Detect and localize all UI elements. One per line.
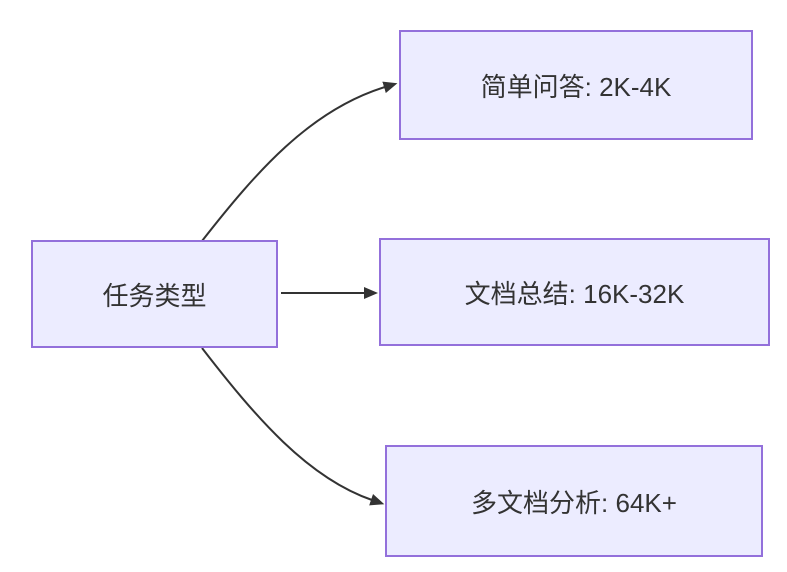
node-multi-doc: 多文档分析: 64K+: [385, 445, 763, 557]
edge-root-to-simple-qa: [201, 81, 398, 242]
node-doc-summary-label: 文档总结: 16K-32K: [464, 278, 685, 309]
edge-root-to-multi-doc: [201, 347, 385, 506]
node-task-type-label: 任务类型: [102, 280, 207, 311]
node-simple-qa-label: 简单问答: 2K-4K: [480, 71, 672, 102]
node-simple-qa: 简单问答: 2K-4K: [399, 30, 753, 140]
node-doc-summary: 文档总结: 16K-32K: [379, 238, 770, 346]
node-multi-doc-label: 多文档分析: 64K+: [471, 487, 677, 518]
node-task-type: 任务类型: [31, 240, 278, 348]
